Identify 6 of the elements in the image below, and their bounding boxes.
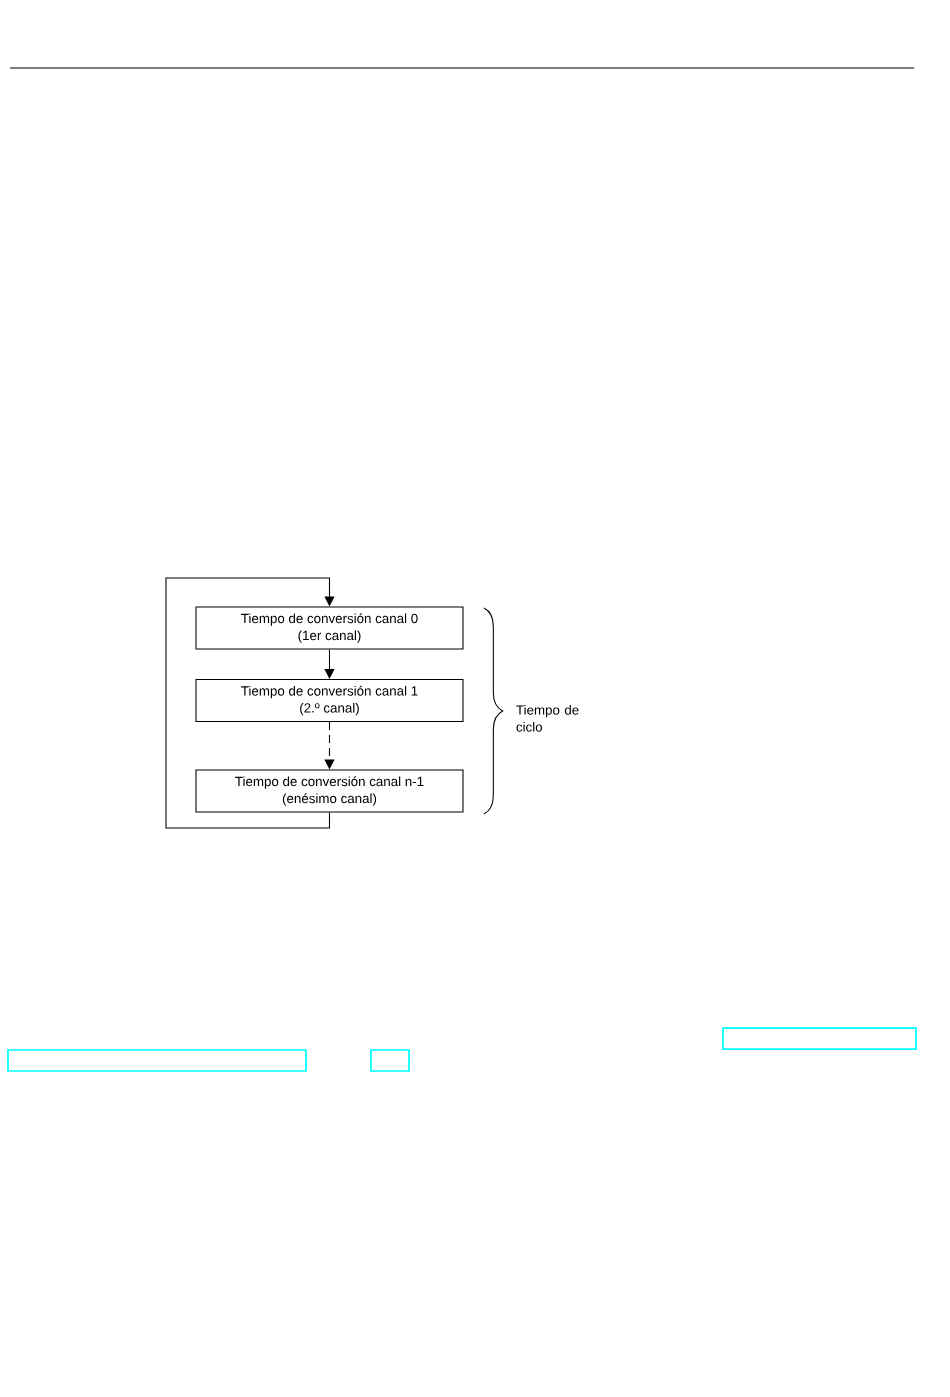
loop-arrow <box>165 577 335 829</box>
arrow <box>324 649 335 679</box>
process-box: Tiempo de conversión canal n-1 (enésimo canal) <box>195 769 464 813</box>
brace-label: Tiempo de ciclo <box>516 704 579 732</box>
process-box: Tiempo de conversión canal 1 (2.º canal) <box>195 678 464 723</box>
process-box: Tiempo de conversión canal 0 (1er canal) <box>195 606 464 650</box>
